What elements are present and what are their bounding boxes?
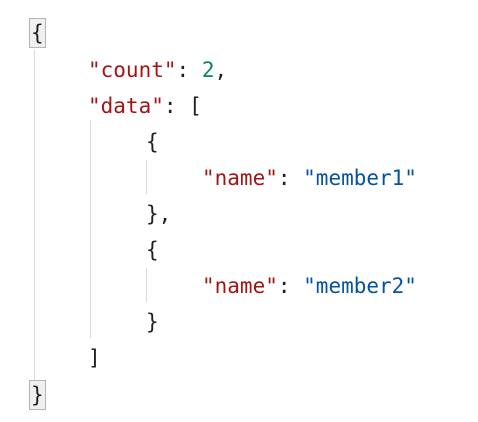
comma: , bbox=[214, 58, 228, 82]
open-brace-highlighted[interactable]: { bbox=[29, 18, 46, 48]
code-line-3: "data": [ bbox=[88, 88, 202, 124]
close-brace-highlighted[interactable]: } bbox=[29, 380, 46, 410]
code-line-5: "name": "member1" bbox=[202, 160, 417, 196]
indent-guide-level-3-first-object bbox=[146, 160, 147, 194]
close-bracket[interactable]: ] bbox=[88, 346, 101, 370]
code-line-7: { bbox=[146, 232, 159, 268]
json-key-name[interactable]: "name" bbox=[202, 274, 278, 298]
json-key-name[interactable]: "name" bbox=[202, 166, 278, 190]
code-line-9: } bbox=[146, 304, 159, 340]
close-brace[interactable]: } bbox=[146, 202, 159, 226]
code-line-1: { bbox=[29, 14, 46, 50]
open-bracket[interactable]: [ bbox=[189, 94, 202, 118]
comma: , bbox=[158, 202, 172, 226]
code-line-4: { bbox=[146, 124, 159, 160]
code-line-8: "name": "member2" bbox=[202, 268, 417, 304]
code-line-2: "count": 2, bbox=[88, 52, 227, 88]
code-line-11: } bbox=[29, 376, 46, 412]
indent-guide-level-3-second-object bbox=[146, 268, 147, 302]
json-value-member2[interactable]: "member2" bbox=[303, 274, 417, 298]
open-brace[interactable]: { bbox=[146, 130, 159, 154]
json-key-data[interactable]: "data" bbox=[88, 94, 164, 118]
code-line-10: ] bbox=[88, 340, 101, 376]
code-line-6: }, bbox=[146, 196, 171, 232]
json-key-count[interactable]: "count" bbox=[88, 58, 177, 82]
json-value-member1[interactable]: "member1" bbox=[303, 166, 417, 190]
colon: : bbox=[277, 166, 304, 190]
indent-guide-level-1 bbox=[34, 50, 35, 390]
colon: : bbox=[277, 274, 304, 298]
open-brace[interactable]: { bbox=[146, 238, 159, 262]
close-brace[interactable]: } bbox=[146, 310, 159, 334]
indent-guide-level-2 bbox=[90, 120, 91, 338]
colon: : bbox=[163, 94, 190, 118]
json-value-count[interactable]: 2 bbox=[201, 58, 215, 82]
colon: : bbox=[176, 58, 202, 82]
